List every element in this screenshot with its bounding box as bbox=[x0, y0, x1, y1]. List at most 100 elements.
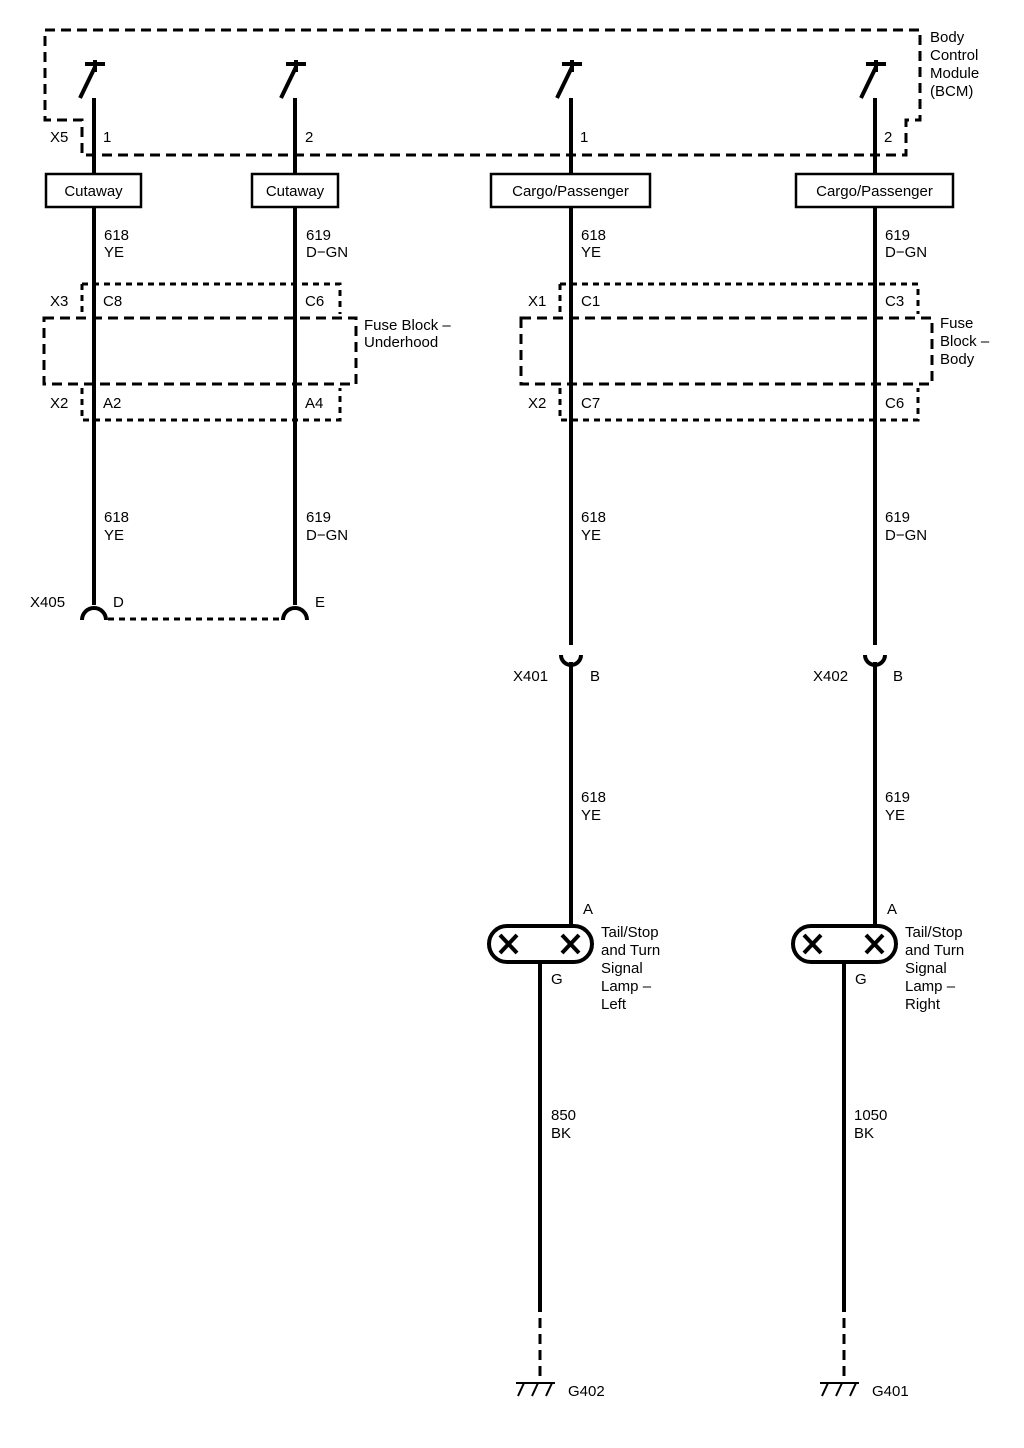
ground-g402: G402 bbox=[516, 1382, 605, 1400]
circuit-color: D−GN bbox=[306, 527, 348, 544]
lamp-right-label-line-1: Tail/Stop bbox=[905, 924, 963, 941]
bcm-label-line-2: Control bbox=[930, 47, 978, 64]
fuse-body-outline bbox=[519, 316, 934, 386]
config-box-4 bbox=[794, 172, 955, 209]
bcm-switch-4 bbox=[859, 60, 886, 99]
fuse-underhood-outline bbox=[42, 316, 358, 386]
circuit-number: 619 bbox=[306, 509, 331, 526]
fuse-block-body: X1 C1 C3 Fuse Block – Body X2 C7 C6 bbox=[519, 282, 990, 422]
pin-c8: C8 bbox=[103, 293, 122, 310]
fuse-underhood-label-line-1: Fuse Block – bbox=[364, 317, 451, 334]
ground-g402-label: G402 bbox=[568, 1383, 605, 1400]
connector-x401: X401 B bbox=[513, 654, 600, 685]
circuit-color: BK bbox=[551, 1125, 571, 1142]
circuit-number: 618 bbox=[581, 509, 606, 526]
wires bbox=[92, 98, 877, 1378]
circuit-color: D−GN bbox=[885, 244, 927, 261]
config-label-4: Cargo/Passenger bbox=[816, 183, 933, 200]
bulb-icon bbox=[498, 933, 519, 955]
pin-c7: C7 bbox=[581, 395, 600, 412]
connector-x405-label: X405 bbox=[30, 594, 65, 611]
config-box-2 bbox=[250, 172, 340, 209]
lamp-right-pin-a: A bbox=[887, 901, 897, 918]
pin-c3: C3 bbox=[885, 293, 904, 310]
lamp-right-body bbox=[791, 924, 898, 964]
fuse-underhood-lower-connector bbox=[80, 388, 342, 422]
pin-a4: A4 bbox=[305, 395, 323, 412]
circuit-number: 1050 bbox=[854, 1107, 887, 1124]
bcm-outline bbox=[43, 28, 922, 157]
connector-x402: X402 B bbox=[813, 654, 903, 685]
ground-icon bbox=[820, 1382, 859, 1397]
ground-icon bbox=[516, 1382, 555, 1397]
lamp-left-label-line-5: Left bbox=[601, 996, 627, 1013]
circuit-number: 850 bbox=[551, 1107, 576, 1124]
fuse-underhood-label-line-2: Underhood bbox=[364, 334, 438, 351]
fuse-body-label-line-1: Fuse bbox=[940, 315, 973, 332]
fuse-block-underhood: X3 C8 C6 Fuse Block – Underhood X2 A2 A4 bbox=[42, 282, 451, 422]
x401-terminal bbox=[559, 654, 583, 667]
lamp-right-label-line-5: Right bbox=[905, 996, 941, 1013]
x5-pin-1-left: 1 bbox=[103, 129, 111, 146]
body-control-module: Body Control Module (BCM) X5 1 2 1 2 bbox=[43, 28, 979, 157]
lower-circuit-labels: 618 YE 619 YE bbox=[581, 789, 910, 824]
connector-x5-label: X5 bbox=[50, 129, 68, 146]
connector-x2-label: X2 bbox=[528, 395, 546, 412]
circuit-color: YE bbox=[581, 244, 601, 261]
x405-terminal-e bbox=[281, 606, 309, 621]
bcm-label-line-3: Module bbox=[930, 65, 979, 82]
x405-pin-d: D bbox=[113, 594, 124, 611]
lamp-right-label-line-2: and Turn bbox=[905, 942, 964, 959]
x5-pin-2-left: 2 bbox=[305, 129, 313, 146]
config-label-1: Cutaway bbox=[64, 183, 123, 200]
middle-circuit-labels: 618 YE 619 D−GN 618 YE 619 D−GN bbox=[104, 509, 927, 544]
circuit-color: YE bbox=[581, 807, 601, 824]
circuit-number: 619 bbox=[885, 509, 910, 526]
bcm-switch-2 bbox=[279, 60, 306, 99]
x5-pin-2-right: 2 bbox=[884, 129, 892, 146]
circuit-number: 618 bbox=[581, 789, 606, 806]
bcm-switch-3 bbox=[555, 60, 582, 99]
pin-c6: C6 bbox=[885, 395, 904, 412]
connector-x405: X405 D E bbox=[30, 594, 325, 621]
bulb-icon bbox=[560, 933, 581, 955]
fuse-body-upper-connector bbox=[558, 282, 920, 314]
lamp-left-pin-a: A bbox=[583, 901, 593, 918]
fuse-body-label-line-2: Block – bbox=[940, 333, 990, 350]
bcm-label-line-4: (BCM) bbox=[930, 83, 973, 100]
bulb-icon bbox=[864, 933, 885, 955]
configuration-labels: Cutaway Cutaway Cargo/Passenger Cargo/Pa… bbox=[44, 172, 955, 209]
x405-pin-e: E bbox=[315, 594, 325, 611]
circuit-number: 619 bbox=[885, 227, 910, 244]
lamp-right-label-line-4: Lamp – bbox=[905, 978, 956, 995]
upper-circuit-labels: 618 YE 619 D−GN 618 YE 619 D−GN bbox=[104, 227, 927, 261]
x401-pin-b: B bbox=[590, 668, 600, 685]
lamp-left-label-line-4: Lamp – bbox=[601, 978, 652, 995]
ground-g401: G401 bbox=[820, 1382, 909, 1400]
pin-c6: C6 bbox=[305, 293, 324, 310]
x405-terminal-d bbox=[80, 606, 108, 621]
circuit-number: 618 bbox=[104, 509, 129, 526]
config-label-2: Cutaway bbox=[266, 183, 325, 200]
connector-x402-label: X402 bbox=[813, 668, 848, 685]
fuse-body-label-line-3: Body bbox=[940, 351, 975, 368]
fuse-body-lower-connector bbox=[558, 388, 920, 422]
lamp-right-label-line-3: Signal bbox=[905, 960, 947, 977]
lamp-left-label-line-2: and Turn bbox=[601, 942, 660, 959]
pin-c1: C1 bbox=[581, 293, 600, 310]
connector-x3-label: X3 bbox=[50, 293, 68, 310]
circuit-color: YE bbox=[581, 527, 601, 544]
bulb-icon bbox=[802, 933, 823, 955]
circuit-color: YE bbox=[885, 807, 905, 824]
circuit-number: 618 bbox=[581, 227, 606, 244]
lamp-right: A G Tail/Stop and Turn Signal Lamp – Rig… bbox=[791, 901, 964, 1013]
circuit-color: YE bbox=[104, 244, 124, 261]
circuit-number: 619 bbox=[306, 227, 331, 244]
circuit-color: YE bbox=[104, 527, 124, 544]
fuse-underhood-upper-connector bbox=[80, 282, 342, 314]
connector-x1-label: X1 bbox=[528, 293, 546, 310]
x402-pin-b: B bbox=[893, 668, 903, 685]
circuit-number: 619 bbox=[885, 789, 910, 806]
connector-x401-label: X401 bbox=[513, 668, 548, 685]
